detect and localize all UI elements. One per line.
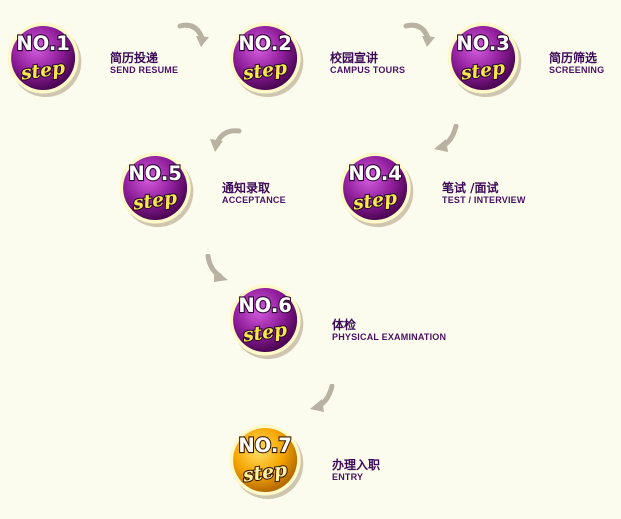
step-number: NO.3	[456, 32, 510, 55]
step-badge: NO.2 step	[229, 22, 304, 98]
step-label-en: PHYSICAL EXAMINATION	[332, 332, 447, 342]
step-labels: 校园宣讲 CAMPUS TOURS	[330, 51, 405, 76]
curved-arrow-icon	[177, 22, 209, 47]
step-number: NO.7	[238, 434, 292, 457]
step-number: NO.6	[238, 294, 292, 317]
step-label-en: SCREENING	[549, 65, 605, 75]
step-label-cn: 简历投递	[110, 51, 159, 65]
curved-arrow-icon	[403, 22, 435, 47]
step-label-en: ACCEPTANCE	[222, 195, 286, 205]
step-number: NO.4	[348, 162, 402, 185]
step-label-cn: 校园宣讲	[330, 51, 379, 65]
step-badge: NO.1 step	[7, 22, 82, 98]
step-word: step	[241, 319, 289, 347]
curved-arrow-icon	[434, 124, 459, 152]
step-badge: NO.7 step	[229, 424, 304, 500]
step-number: NO.1	[16, 32, 70, 55]
step-labels: 简历投递 SEND RESUME	[110, 51, 178, 76]
step-label-en: TEST / INTERVIEW	[442, 195, 526, 205]
step-label-cn: 笔试 /面试	[442, 181, 499, 195]
step-label-cn: 通知录取	[222, 181, 271, 195]
step-badge: NO.6 step	[229, 284, 304, 360]
curved-arrow-icon	[205, 254, 228, 282]
step-badge: NO.5 step	[119, 152, 194, 228]
step-labels: 办理入职 ENTRY	[332, 458, 380, 483]
step-label-cn: 简历筛选	[549, 51, 598, 65]
curved-arrow-icon	[210, 128, 242, 152]
step-label-en: ENTRY	[332, 472, 364, 482]
step-number: NO.5	[128, 162, 182, 185]
step-label-en: SEND RESUME	[110, 65, 179, 75]
step-label-cn: 办理入职	[332, 458, 381, 472]
step-labels: 通知录取 ACCEPTANCE	[222, 181, 286, 206]
curved-arrow-icon	[310, 384, 335, 412]
step-badge: NO.3 step	[447, 22, 522, 98]
step-labels: 体检 PHYSICAL EXAMINATION	[332, 318, 446, 343]
step-labels: 简历筛选 SCREENING	[549, 51, 604, 76]
step-label-cn: 体检	[332, 318, 357, 332]
step-label-en: CAMPUS TOURS	[330, 65, 406, 75]
step-badge: NO.4 step	[339, 152, 414, 228]
step-number: NO.2	[238, 32, 292, 55]
step-labels: 笔试 /面试 TEST / INTERVIEW	[442, 181, 526, 206]
